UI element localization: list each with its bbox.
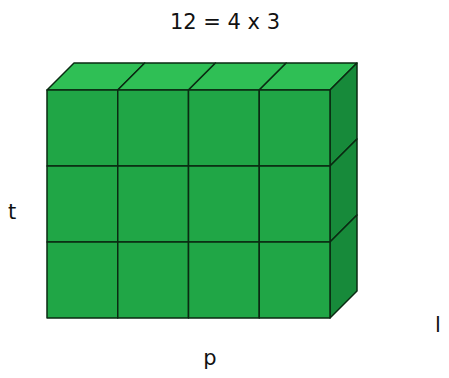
cube-front-face	[118, 90, 189, 166]
cube-front-face	[259, 166, 330, 242]
cube-front-face	[189, 90, 260, 166]
cube-front-face	[189, 166, 260, 242]
cube-front-face	[47, 166, 118, 242]
cube-front-face	[47, 90, 118, 166]
formula-label: 12 = 4 x 3	[170, 12, 280, 33]
height-label: t	[8, 202, 16, 223]
cube-front-face	[47, 242, 118, 318]
cube-front-face	[118, 242, 189, 318]
cube-side-face	[330, 215, 357, 318]
cube-front-face	[189, 242, 260, 318]
width-label: l	[435, 315, 441, 336]
cube-front-face	[259, 242, 330, 318]
cube-front-face	[118, 166, 189, 242]
length-label: p	[203, 348, 216, 369]
cube-front-face	[259, 90, 330, 166]
